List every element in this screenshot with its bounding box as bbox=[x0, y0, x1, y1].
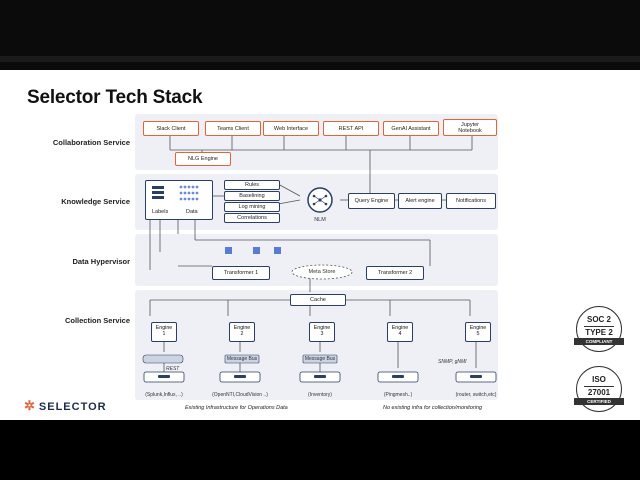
baselining-box: Baselining bbox=[224, 191, 280, 201]
engine-2-l1: Engine bbox=[233, 325, 251, 331]
snmp-label: SNMP, gNMI bbox=[438, 359, 467, 365]
query-engine-box: Query Engine bbox=[348, 193, 395, 209]
top-strip bbox=[0, 56, 640, 62]
data-label: Data bbox=[186, 209, 198, 215]
caption-existing-infra: Existing Infrastructure for Operations D… bbox=[185, 405, 288, 411]
engine-3-l1: Engine bbox=[313, 325, 331, 331]
soc2-badge: SOC 2 TYPE 2 COMPLIANT bbox=[574, 306, 624, 352]
notifications-box: Notifications bbox=[446, 193, 496, 209]
teams-client-box: Teams Client bbox=[205, 121, 261, 136]
database-icon bbox=[152, 185, 199, 201]
labels-data-store: Labels Data bbox=[145, 180, 213, 220]
row-label-collection: Collection Service bbox=[64, 316, 130, 325]
soc2-badge-line1: SOC 2 bbox=[586, 315, 611, 324]
jupyter-notebook-box: Jupyter Notebook bbox=[443, 119, 497, 136]
message-bus-3: Message Bus bbox=[304, 356, 336, 362]
engine-4-l1: Engine bbox=[391, 325, 409, 331]
iso-badge-line1: ISO bbox=[592, 375, 606, 384]
message-bus-2: Message Bus bbox=[226, 356, 258, 362]
rest-api-box: REST API bbox=[323, 121, 379, 136]
correlations-box: Correlations bbox=[224, 213, 280, 223]
engine-3-l2: 3 bbox=[320, 331, 324, 337]
video-bottom-bar bbox=[0, 420, 640, 480]
source-4: (Pingmesh..) bbox=[383, 392, 413, 398]
source-5: (router, switch,etc) bbox=[455, 392, 497, 398]
row-label-collaboration: Collaboration Service bbox=[52, 138, 130, 147]
source-1: (Splunk,Influx, ..) bbox=[145, 392, 183, 398]
slide-title: Selector Tech Stack bbox=[27, 87, 203, 108]
iso-badge: ISO 27001 CERTIFIED bbox=[574, 366, 624, 412]
engine-5-l1: Engine bbox=[469, 325, 487, 331]
rest-label: REST bbox=[166, 366, 180, 372]
connector-lines bbox=[142, 136, 497, 383]
soc2-badge-ribbon: COMPLIANT bbox=[574, 338, 624, 345]
iso-badge-line2: 27001 bbox=[584, 386, 614, 397]
engine-5-l2: 5 bbox=[476, 331, 480, 337]
labels-label: Labels bbox=[152, 209, 169, 215]
engine-2-l2: 2 bbox=[240, 331, 244, 337]
log-mining-box: Log mining bbox=[224, 202, 280, 212]
nlg-engine-box: NLG Engine bbox=[175, 152, 231, 166]
row-label-knowledge: Knowledge Service bbox=[61, 197, 130, 206]
cache-box: Cache bbox=[290, 294, 346, 306]
engine-4-l2: 4 bbox=[398, 331, 402, 337]
row-label-hypervisor: Data Hypervisor bbox=[72, 257, 130, 266]
video-top-bar bbox=[0, 0, 640, 70]
engine-1-l2: 1 bbox=[162, 331, 166, 337]
selector-logo: ✲SELECTOR bbox=[24, 398, 107, 414]
source-2: (OpenNTI,CloudVision ..) bbox=[212, 392, 268, 398]
alert-engine-box: Alert engine bbox=[398, 193, 442, 209]
web-interface-box: Web Interface bbox=[263, 121, 319, 136]
rules-box: Rules bbox=[224, 180, 280, 190]
slack-client-box: Slack Client bbox=[143, 121, 199, 136]
transformer-1-box: Transformer 1 bbox=[212, 266, 270, 280]
engine-1-l1: Engine bbox=[155, 325, 173, 331]
nlm-label: NLM bbox=[314, 217, 326, 223]
caption-no-infra: No existing infra for collection/monitor… bbox=[383, 405, 483, 411]
selector-logo-icon: ✲ bbox=[24, 398, 36, 413]
source-3: (Inventory) bbox=[308, 392, 332, 398]
soc2-badge-line2: TYPE 2 bbox=[584, 326, 614, 337]
genai-assistant-box: GenAI Assistant bbox=[383, 121, 439, 136]
iso-badge-ribbon: CERTIFIED bbox=[574, 398, 624, 405]
selector-logo-text: SELECTOR bbox=[38, 401, 107, 413]
meta-store-label: Meta Store bbox=[308, 269, 336, 275]
slide: Selector Tech Stack Collaboration Servic… bbox=[0, 70, 640, 420]
transformer-2-box: Transformer 2 bbox=[366, 266, 424, 280]
